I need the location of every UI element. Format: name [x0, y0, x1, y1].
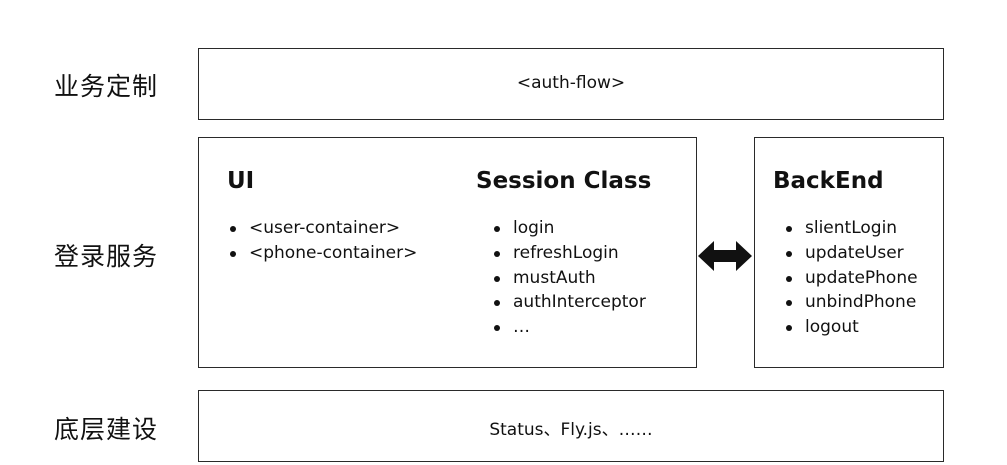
list-item: refreshLogin — [491, 241, 646, 266]
list-item: updateUser — [783, 241, 918, 266]
list-item: updatePhone — [783, 266, 918, 291]
ui-title: UI — [227, 168, 255, 194]
list-item: … — [491, 315, 646, 340]
list-item: unbindPhone — [783, 290, 918, 315]
backend-title: BackEnd — [773, 168, 884, 194]
list-item: slientLogin — [783, 216, 918, 241]
list-item: authInterceptor — [491, 290, 646, 315]
business-box: <auth-flow> — [198, 48, 944, 120]
backend-box: BackEnd slientLogin updateUser updatePho… — [754, 137, 944, 368]
session-item-list: login refreshLogin mustAuth authIntercep… — [491, 216, 646, 340]
infrastructure-box: Status、Fly.js、…… — [198, 390, 944, 462]
auth-flow-text: <auth-flow> — [516, 73, 626, 93]
ui-item-list: <user-container> <phone-container> — [227, 216, 417, 266]
session-class-title: Session Class — [476, 168, 652, 194]
backend-item-list: slientLogin updateUser updatePhone unbin… — [783, 216, 918, 340]
list-item: <phone-container> — [227, 241, 417, 266]
list-item: <user-container> — [227, 216, 417, 241]
list-item: login — [491, 216, 646, 241]
layer-label-login-service: 登录服务 — [54, 242, 159, 271]
layer-label-infrastructure: 底层建设 — [54, 415, 159, 444]
list-item: mustAuth — [491, 266, 646, 291]
double-arrow-icon — [698, 241, 752, 271]
login-service-box: UI <user-container> <phone-container> Se… — [198, 137, 697, 368]
layer-label-business: 业务定制 — [54, 72, 159, 101]
infrastructure-text: Status、Fly.js、…… — [489, 420, 653, 440]
list-item: logout — [783, 315, 918, 340]
